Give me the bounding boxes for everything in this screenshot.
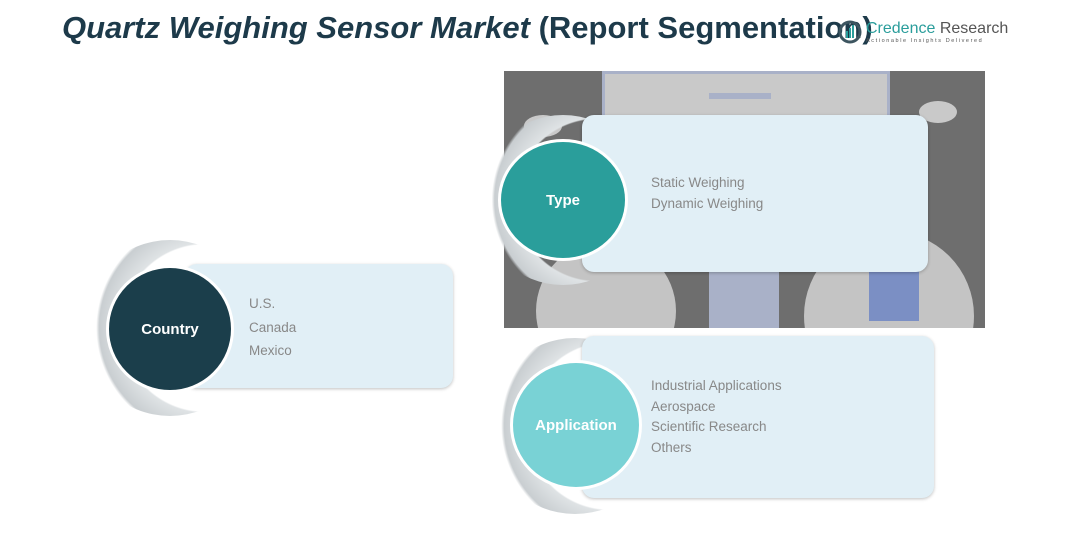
logo: Credence Research Actionable Insights De… (838, 20, 1008, 44)
segment-label: Country (141, 320, 199, 338)
type-box: Static Weighing Dynamic Weighing (582, 115, 928, 272)
page-title: Quartz Weighing Sensor Market (Report Se… (62, 10, 873, 46)
list-item: Dynamic Weighing (651, 195, 764, 211)
country-circle: Country (106, 265, 234, 393)
logo-icon (838, 20, 862, 44)
list-item: Industrial Applications (651, 378, 782, 393)
logo-name-b: Research (939, 20, 1009, 37)
application-circle: Application (510, 360, 642, 490)
logo-tagline: Actionable Insights Delivered (866, 38, 984, 44)
title-sub: (Report Segmentation) (538, 10, 873, 45)
title-main: Quartz Weighing Sensor Market (62, 10, 530, 45)
list-item: U.S. (249, 296, 276, 311)
list-item: Scientific Research (651, 419, 767, 434)
list-item: Others (651, 439, 692, 455)
segment-label: Type (546, 191, 580, 209)
country-items: U.S. Canada Mexico (249, 294, 296, 362)
application-items: Industrial Applications Aerospace Scient… (651, 376, 782, 458)
type-items: Static Weighing Dynamic Weighing (651, 173, 763, 214)
logo-name-a: Credence (866, 20, 936, 37)
list-item: Canada (249, 319, 297, 335)
list-item: Aerospace (651, 398, 716, 414)
list-item: Static Weighing (651, 175, 745, 190)
segment-label: Application (535, 416, 617, 434)
type-circle: Type (498, 139, 628, 261)
country-box: U.S. Canada Mexico (185, 264, 453, 388)
list-item: Mexico (249, 343, 292, 358)
